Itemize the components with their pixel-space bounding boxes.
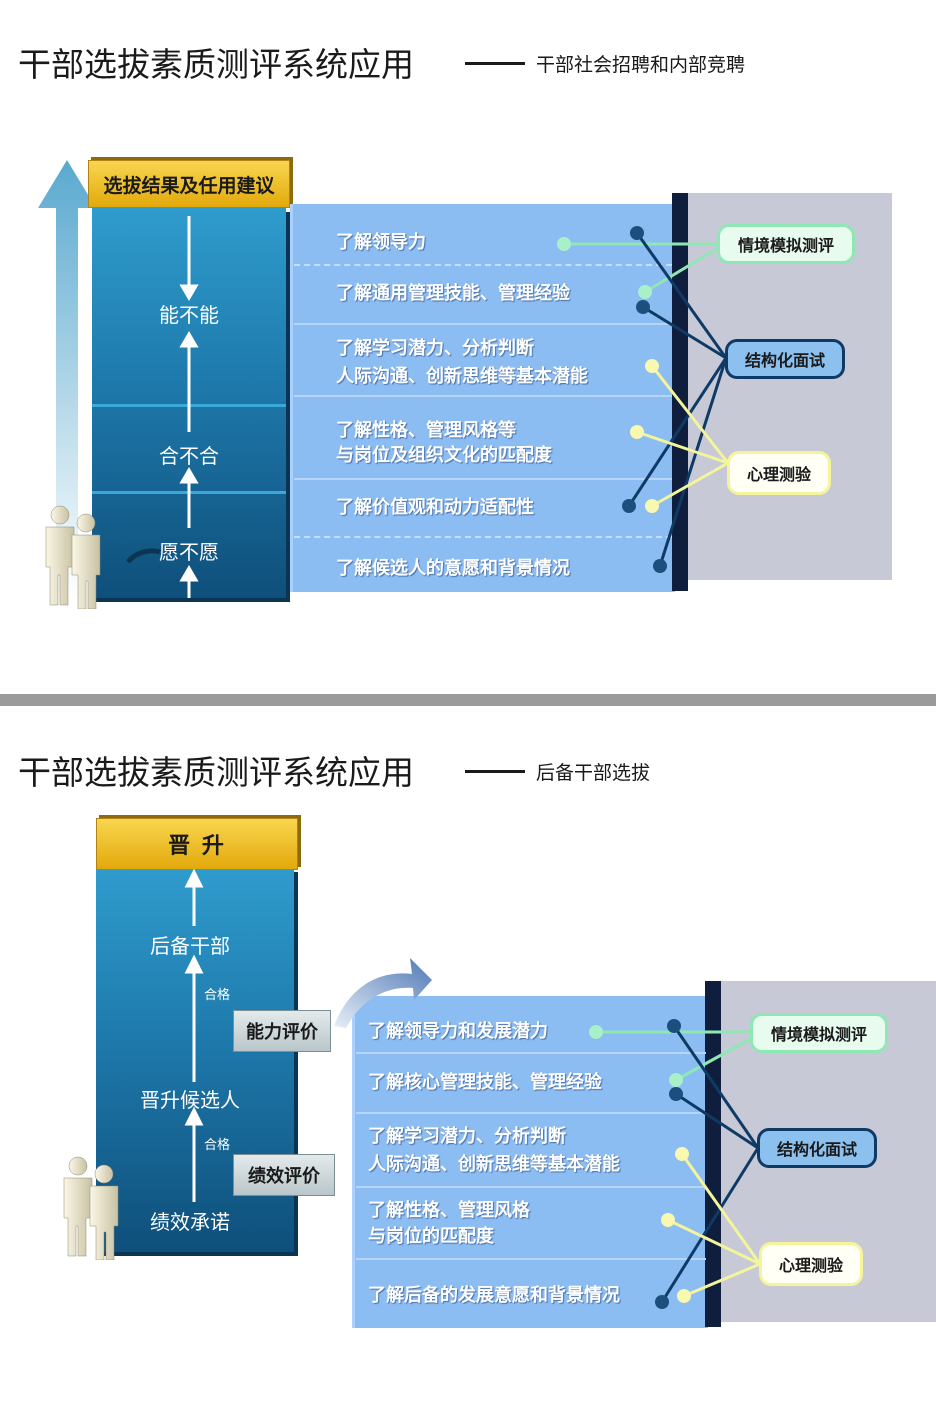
stage-label-commitment: 绩效承诺	[150, 1210, 230, 1234]
level-label-fit: 合不合	[159, 444, 219, 468]
list-item: 了解候选人的意愿和背景情况	[336, 558, 570, 579]
level-label-willingness: 愿不愿	[159, 540, 219, 564]
method-situational-simulation: 情境模拟测评	[717, 224, 855, 264]
list-item: 了解领导力	[336, 232, 426, 253]
stage-label-reserve: 后备干部	[150, 934, 230, 958]
slide-subtitle: 后备干部选拔	[536, 762, 651, 784]
stage-label-candidate: 晋升候选人	[140, 1088, 240, 1112]
result-header: 选拔结果及任用建议	[88, 160, 290, 208]
title-dash	[465, 62, 525, 65]
row-separator	[294, 395, 672, 397]
slide-reserve-selection: 干部选拔素质测评系统应用 后备干部选拔 晋 升 后备干部 晋升候选人 绩效承诺 …	[0, 708, 936, 1388]
list-item: 了解价值观和动力适配性	[336, 497, 534, 518]
row-separator	[356, 1258, 706, 1260]
up-arrow-icon	[38, 160, 96, 600]
understanding-list	[290, 204, 675, 592]
people-icon	[45, 505, 101, 609]
row-separator	[294, 536, 672, 538]
slide-title: 干部选拔素质测评系统应用	[18, 45, 414, 84]
slide-recruitment: 干部选拔素质测评系统应用 干部社会招聘和内部竞聘 选拔结果及任用建议 能不能 合…	[0, 0, 936, 680]
list-edge	[705, 981, 721, 1327]
row-separator	[294, 264, 672, 266]
title-dash	[465, 770, 525, 773]
method-psych-test: 心理测验	[759, 1242, 863, 1286]
promotion-header: 晋 升	[96, 818, 298, 870]
list-item: 了解学习潜力、分析判断	[336, 338, 534, 359]
row-separator	[294, 323, 672, 325]
level-label-ability: 能不能	[159, 303, 219, 327]
list-edge	[672, 193, 688, 591]
list-item: 了解通用管理技能、管理经验	[336, 283, 570, 304]
list-item: 了解核心管理技能、管理经验	[368, 1072, 602, 1093]
list-item: 与岗位的匹配度	[368, 1226, 494, 1247]
method-structured-interview: 结构化面试	[757, 1128, 877, 1168]
column-divider	[92, 404, 286, 407]
row-separator	[294, 478, 672, 480]
qualified-label: 合格	[204, 988, 231, 1003]
row-separator	[356, 1186, 706, 1188]
column-divider	[92, 491, 286, 494]
slide-separator	[0, 694, 936, 706]
list-item: 人际沟通、创新思维等基本潜能	[336, 366, 588, 387]
method-situational-simulation: 情境模拟测评	[750, 1013, 888, 1053]
ability-evaluation-tag: 能力评价	[233, 1010, 331, 1052]
method-structured-interview: 结构化面试	[725, 339, 845, 379]
slide-title: 干部选拔素质测评系统应用	[18, 753, 414, 792]
people-icon	[63, 1156, 119, 1260]
performance-evaluation-tag: 绩效评价	[233, 1154, 335, 1196]
list-item: 了解性格、管理风格等	[336, 420, 516, 441]
method-psych-test: 心理测验	[727, 451, 831, 495]
list-item: 人际沟通、创新思维等基本潜能	[368, 1154, 620, 1175]
list-item: 了解领导力和发展潜力	[368, 1021, 548, 1042]
slide-subtitle: 干部社会招聘和内部竞聘	[536, 54, 746, 76]
list-item: 了解性格、管理风格	[368, 1200, 530, 1221]
row-separator	[356, 1112, 706, 1114]
qualified-label: 合格	[204, 1138, 231, 1153]
understanding-list	[352, 996, 708, 1328]
list-item: 与岗位及组织文化的匹配度	[336, 445, 552, 466]
row-separator	[356, 1052, 706, 1054]
list-item: 了解学习潜力、分析判断	[368, 1126, 566, 1147]
list-item: 了解后备的发展意愿和背景情况	[368, 1285, 620, 1306]
